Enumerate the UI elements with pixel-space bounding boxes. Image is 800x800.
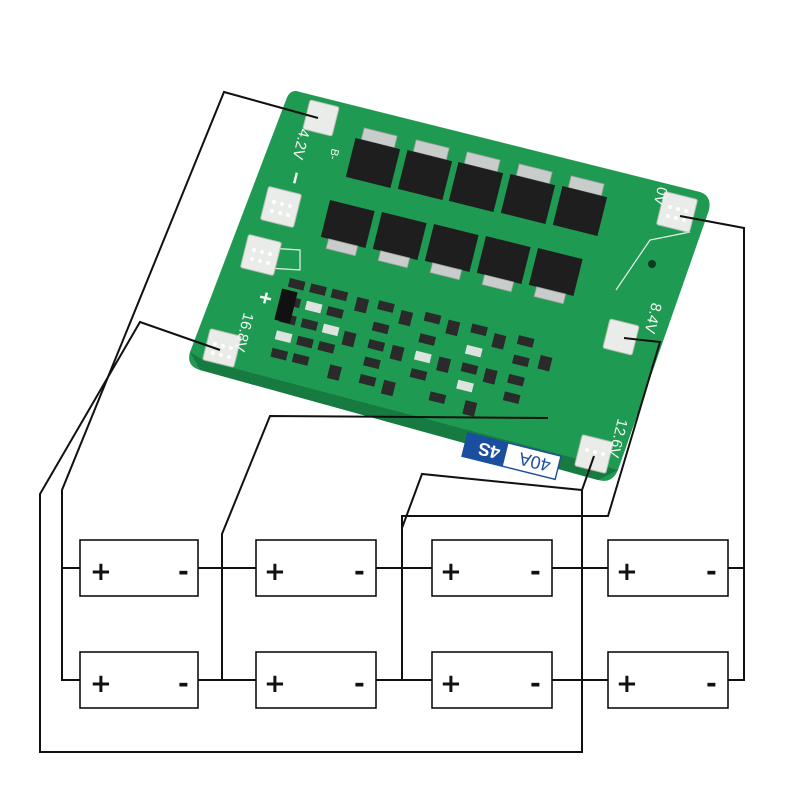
- wire-0v-parallel: [728, 568, 745, 681]
- mosfet: [424, 224, 479, 272]
- cell-minus: -: [706, 669, 717, 699]
- cell-plus: +: [90, 669, 112, 699]
- cell-4-bottom: + -: [607, 651, 729, 709]
- cell-2-top: + -: [255, 539, 377, 597]
- cell-plus: +: [616, 557, 638, 587]
- mosfet-tab: [377, 250, 411, 269]
- mosfet: [500, 174, 556, 224]
- pad-16-8v: [202, 328, 242, 368]
- cell-minus: -: [354, 669, 365, 699]
- mosfet-tab: [412, 139, 450, 161]
- wire-8-4v: [401, 337, 662, 568]
- cell-3-bottom: + -: [431, 651, 553, 709]
- label-8-4v: 8.4V: [641, 301, 665, 335]
- mosfet-row-bottom: [320, 200, 583, 305]
- cell-body: [79, 651, 199, 709]
- cell-4-top: + -: [607, 539, 729, 597]
- smd-component-field: [270, 278, 553, 417]
- mosfet: [528, 248, 583, 296]
- cell-plus: +: [440, 669, 462, 699]
- cell-body: [79, 539, 199, 597]
- pad-12-6v: [574, 434, 614, 474]
- cell-2-bottom: + -: [255, 651, 377, 709]
- diode-component: [274, 288, 298, 324]
- cell-body: [607, 651, 729, 709]
- cell-3-top: + -: [431, 539, 553, 597]
- cell-body: [255, 539, 377, 597]
- mosfet-tab: [515, 163, 553, 185]
- smd-grid: [270, 278, 553, 417]
- label-minus-sign: −: [282, 169, 309, 188]
- mosfet: [345, 138, 401, 188]
- model-badge-fill: [462, 432, 509, 467]
- mosfet-row-top: [345, 127, 608, 236]
- mosfet-tab: [463, 151, 501, 173]
- cell-plus: +: [616, 669, 638, 699]
- pad-b-minus: [260, 186, 302, 228]
- pad-p-plus: [240, 234, 282, 276]
- cell-plus: +: [264, 557, 286, 587]
- pad-0v: [656, 191, 698, 233]
- mounting-hole: [648, 260, 656, 268]
- cell-minus: -: [178, 669, 189, 699]
- mosfet-tab: [325, 238, 359, 257]
- cell-minus: -: [530, 557, 541, 587]
- mosfet: [476, 236, 531, 284]
- wiring: [39, 90, 745, 753]
- mosfet-tab: [429, 262, 463, 281]
- bms-board: 4.2V 0V 16.8V 8.4V 12.6V B- − + 40A 4S: [189, 91, 710, 481]
- cell-plus: +: [264, 669, 286, 699]
- mosfet: [448, 162, 504, 212]
- wire-4-2v-parallel: [61, 568, 80, 681]
- silk-line: [267, 247, 301, 271]
- model-badge: 40A 4S: [461, 432, 562, 481]
- cell-body: [431, 651, 553, 709]
- mosfet-tab: [481, 274, 515, 293]
- label-4-2v: 4.2V: [289, 127, 313, 161]
- silk-line: [615, 231, 691, 291]
- mosfet: [397, 150, 453, 200]
- wire-group1-2: [221, 414, 549, 568]
- mosfet: [552, 186, 608, 236]
- cell-body: [607, 539, 729, 597]
- cell-body: [431, 539, 553, 597]
- cell-plus: +: [440, 557, 462, 587]
- mosfet: [372, 212, 427, 260]
- mosfet-tab: [533, 286, 567, 305]
- cell-minus: -: [706, 557, 717, 587]
- wire-12-6v: [401, 455, 595, 529]
- label-0v: 0V: [650, 185, 671, 207]
- cell-1-top: + -: [79, 539, 199, 597]
- mosfet: [320, 200, 375, 248]
- label-plus-sign: +: [252, 289, 279, 308]
- label-b-minus: B-: [326, 147, 340, 161]
- battery-cells: + - + - + - + - + - + -: [79, 539, 729, 709]
- pad-8-4v: [602, 318, 640, 356]
- cell-plus: +: [90, 557, 112, 587]
- cell-minus: -: [354, 557, 365, 587]
- wire-0v: [679, 215, 745, 569]
- mosfet-tab: [567, 175, 605, 197]
- cell-1-bottom: + -: [79, 651, 199, 709]
- cell-body: [255, 651, 377, 709]
- wire-4-2v: [61, 90, 319, 569]
- cell-minus: -: [530, 669, 541, 699]
- cell-minus: -: [178, 557, 189, 587]
- wire-16-8v: [39, 320, 583, 753]
- mosfet-tab: [360, 127, 398, 149]
